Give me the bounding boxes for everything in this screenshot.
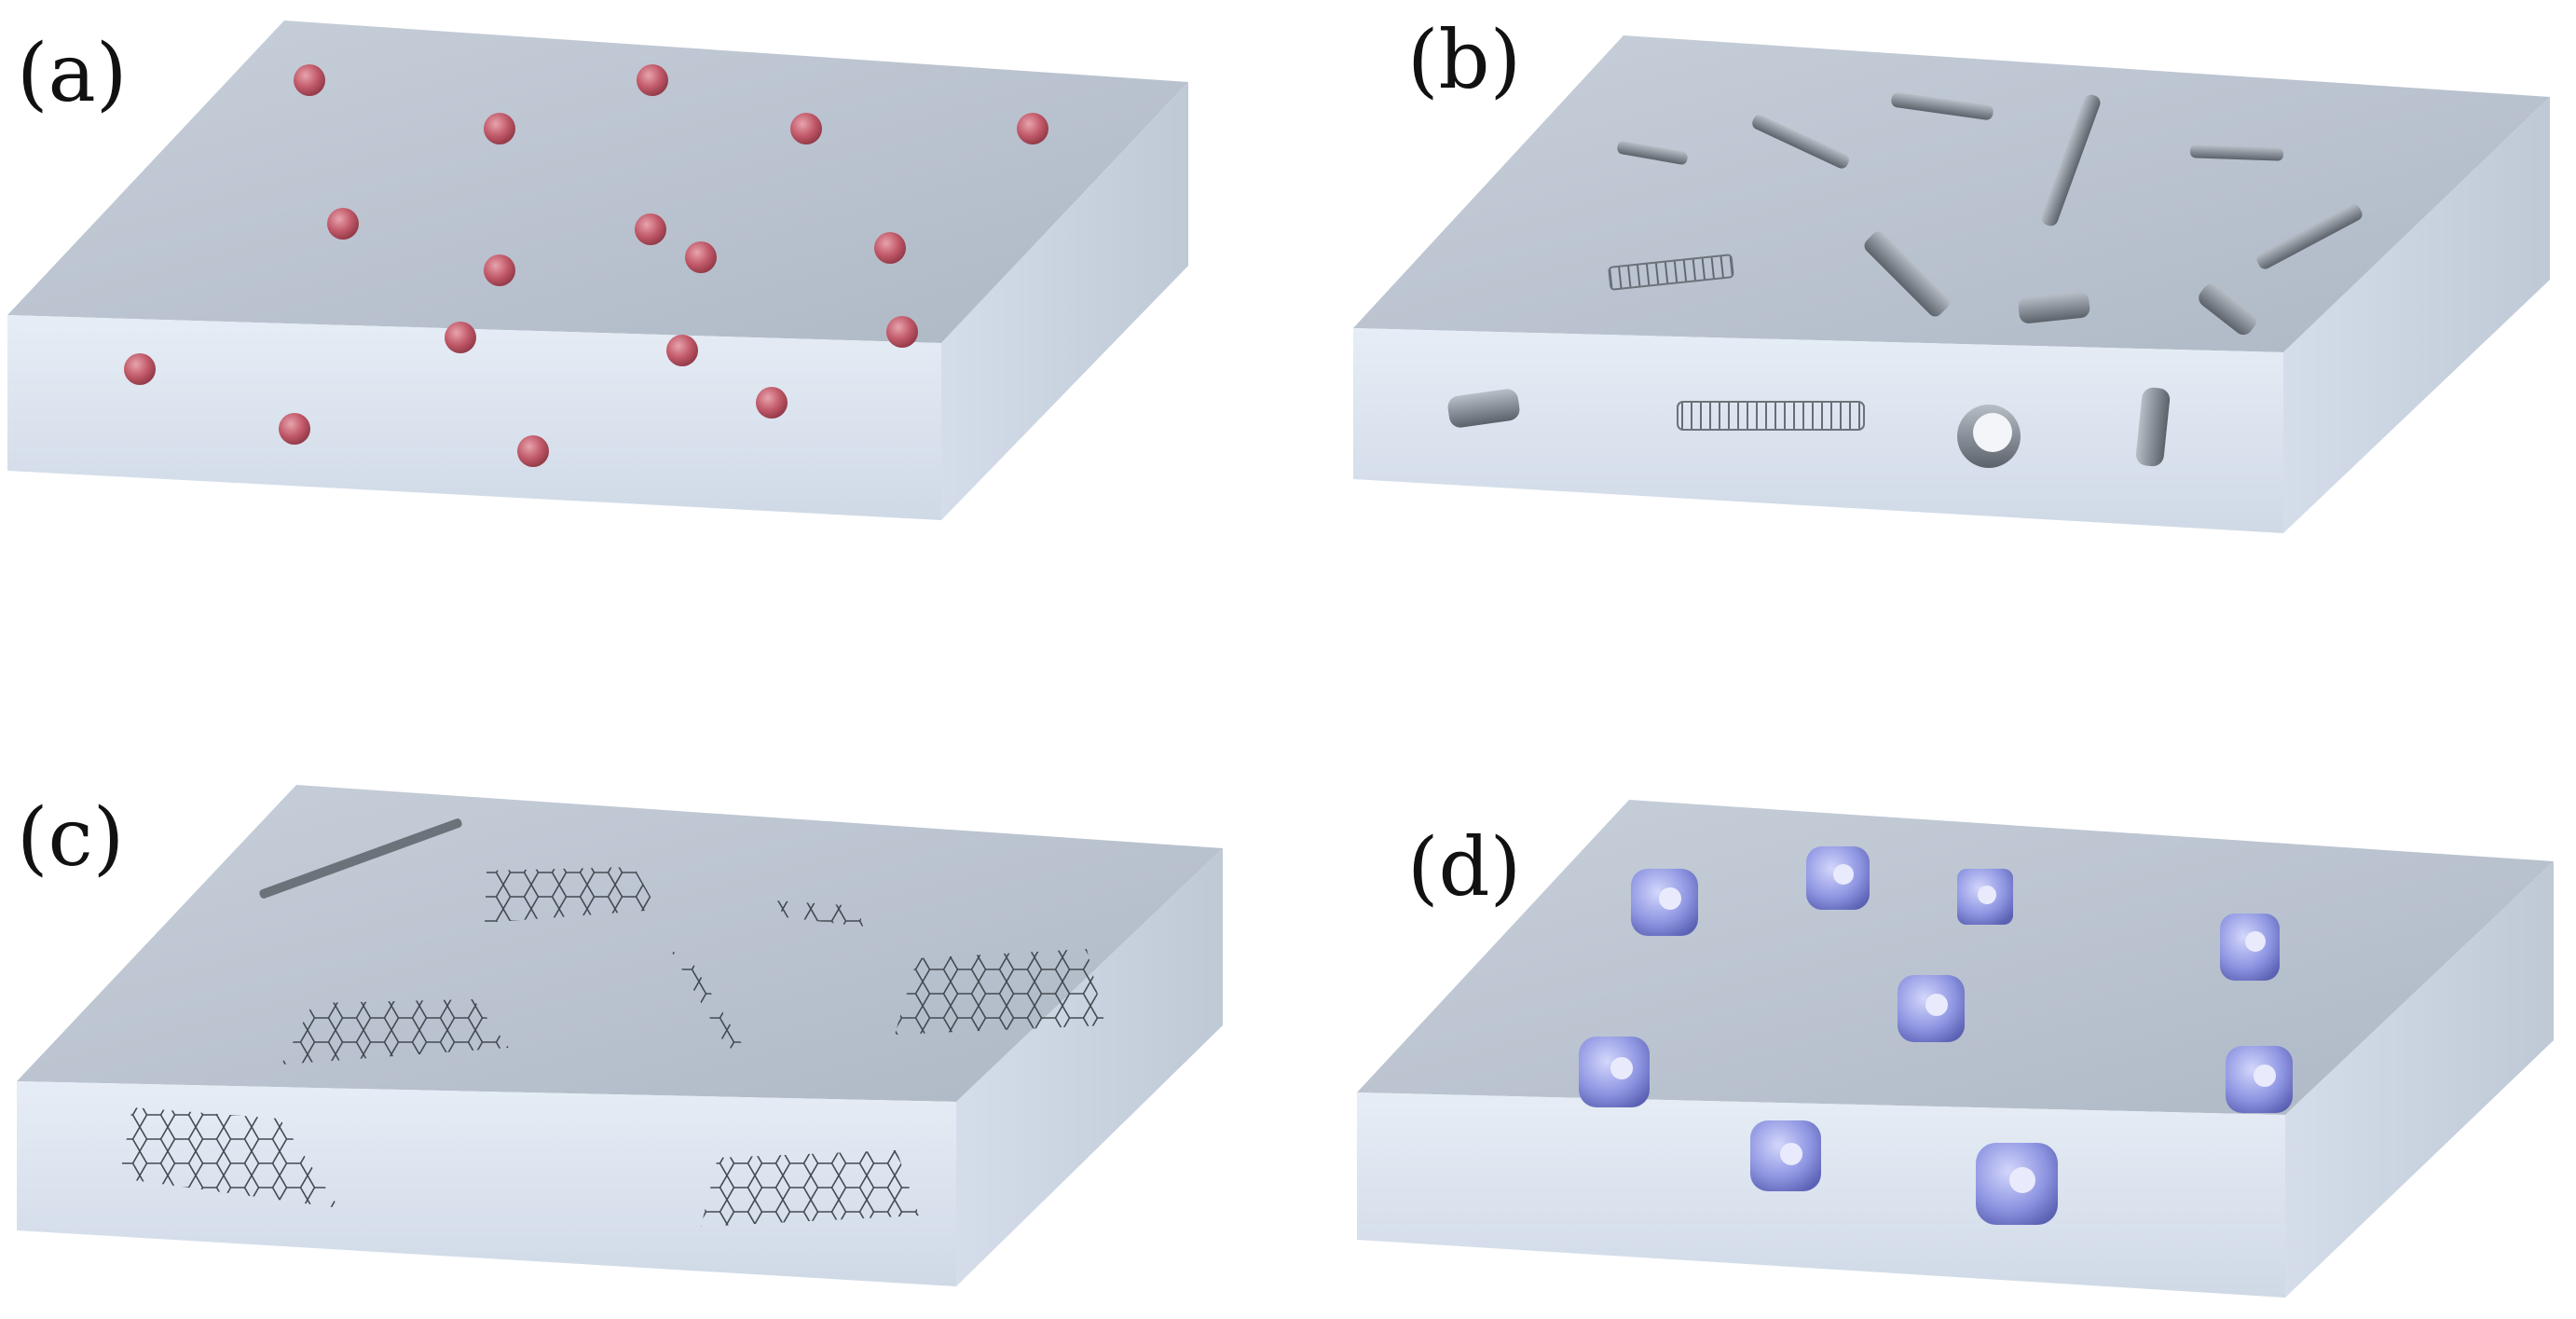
nanoparticle [635,213,666,245]
nanotube-opening [1973,413,2012,452]
slab-side-face [956,848,1223,1286]
cage-particle [2226,1046,2293,1113]
nanotube [1891,92,1994,120]
panel-label: (c) [17,791,124,885]
nanotube [2135,387,2171,467]
cage-particle [1898,975,1965,1042]
nanotube [1864,231,1950,317]
graphene-sheet [671,951,746,1050]
nanotube [1608,254,1734,291]
nanotube [1677,401,1865,431]
nanoparticle [124,353,156,385]
cage-particle [2220,914,2280,981]
graphene-sheet [281,999,509,1065]
graphene-group [119,818,1105,1227]
cage-particle [1976,1143,2058,1225]
nanoparticle [279,413,310,445]
graphene-sheet-edge [259,818,462,899]
nanotube [1752,115,1849,169]
nanoparticle [790,113,822,144]
cage-group [1579,846,2293,1225]
panel-label: (b) [1407,14,1521,107]
nanoparticle [685,241,717,273]
nanoparticle [886,316,918,348]
panel-c: (c) [17,785,1223,1286]
slab-front-face [7,315,941,520]
graphene-sheet [775,900,863,927]
nanotube [2256,204,2363,269]
cage-particle [1631,869,1698,936]
particle-group [124,64,1048,467]
nanotube [2199,283,2256,336]
nanoparticle [294,64,325,96]
panel-label: (d) [1407,821,1521,914]
graphene-sheet [701,1150,919,1227]
nanoparticle [484,254,515,286]
nanoparticle [1017,113,1048,144]
nanoparticle [327,208,359,240]
cage-particle [1579,1037,1650,1107]
nanoparticle [637,64,668,96]
nanoparticle [445,322,476,353]
nanotube [1447,389,1520,428]
nanoparticle [756,387,788,419]
nanoparticle [517,435,549,467]
nanotube [1617,141,1688,165]
panel-label: (a) [17,27,127,120]
panel-b: (b) [1353,14,2550,533]
slab-front-face [1357,1092,2285,1298]
nanoparticle [666,335,698,366]
nanotube-group [1447,92,2363,468]
nanotube [2041,94,2101,227]
cage-particle [1806,846,1870,910]
nanoparticle [484,113,515,144]
nanotube [2189,144,2284,161]
graphene-sheet [119,1107,339,1208]
nanotube [2018,292,2090,323]
slab-side-face [2285,861,2554,1298]
cage-particle [1750,1120,1821,1191]
slab-side-face [2283,97,2550,533]
nanoparticle [874,232,906,264]
cage-particle [1957,869,2013,925]
panel-d: (d) [1357,800,2554,1298]
graphene-sheet [485,867,658,923]
panel-a: (a) [7,21,1188,520]
graphene-sheet [895,949,1105,1035]
slab-side-face [941,82,1188,520]
